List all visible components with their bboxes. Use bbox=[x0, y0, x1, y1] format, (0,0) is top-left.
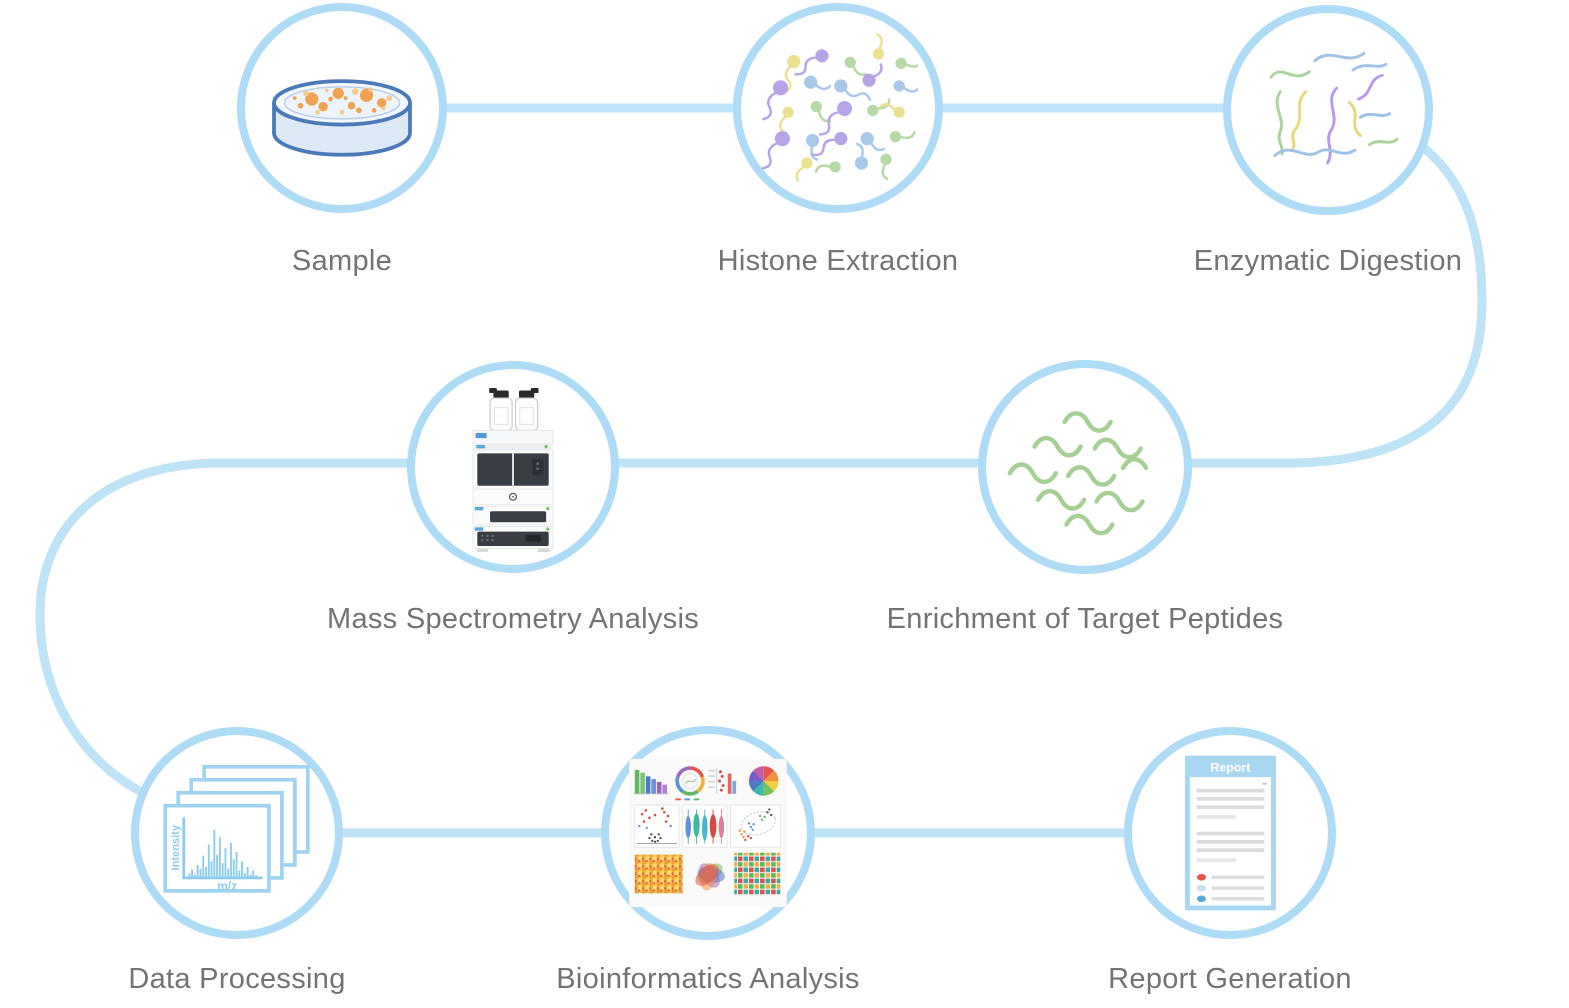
enriched-peptides-icon bbox=[1007, 410, 1149, 535]
peptide-waves bbox=[1007, 410, 1149, 535]
peptide-squiggles bbox=[1269, 52, 1398, 165]
step-enrichment-circle bbox=[978, 360, 1192, 574]
step-enrichment-label: Enrichment of Target Peptides bbox=[886, 603, 1284, 635]
step-bioinformatics-circle bbox=[601, 726, 815, 940]
step-report-generation-label: Report Generation bbox=[1108, 963, 1352, 995]
mass-spectra-stack-icon: Intensity m/z bbox=[163, 764, 310, 893]
mini-heatmap bbox=[634, 854, 683, 894]
step-histone-extraction-label: Histone Extraction bbox=[717, 245, 959, 277]
step-enzymatic-digestion-circle bbox=[1223, 5, 1433, 215]
protein-molecules-icon bbox=[761, 32, 918, 182]
mini-circos-plot bbox=[675, 766, 705, 796]
mini-scatter-plot bbox=[730, 804, 781, 848]
step-data-processing-label: Data Processing bbox=[128, 963, 346, 995]
solvent-bottles bbox=[489, 387, 539, 432]
petri-dish-icon bbox=[272, 78, 412, 157]
spectrum-y-axis-label: Intensity bbox=[170, 824, 182, 870]
step-sample-circle bbox=[237, 3, 447, 213]
report-header: Report bbox=[1210, 760, 1250, 774]
peptide-fragments-icon bbox=[1269, 52, 1398, 165]
step-data-processing-circle: Intensity m/z bbox=[131, 727, 343, 939]
colony-speckles bbox=[292, 87, 387, 113]
mini-dot-plot bbox=[708, 768, 737, 794]
report-bullet-list bbox=[1196, 873, 1265, 903]
connector-massspec-dataprocessing-curve bbox=[35, 458, 518, 838]
mini-grid-heatmap bbox=[734, 852, 781, 896]
step-report-generation-circle: Report bbox=[1124, 727, 1336, 939]
mini-bar-chart bbox=[633, 769, 669, 795]
step-histone-extraction-circle bbox=[733, 3, 943, 213]
step-enzymatic-digestion-label: Enzymatic Digestion bbox=[1193, 245, 1463, 277]
step-mass-spectrometry-label: Mass Spectrometry Analysis bbox=[326, 603, 700, 635]
charts-collage-icon bbox=[629, 758, 787, 908]
spectrum-x-axis-label: m/z bbox=[217, 879, 237, 893]
step-bioinformatics-label: Bioinformatics Analysis bbox=[556, 963, 860, 995]
report-document-icon: Report bbox=[1184, 755, 1276, 911]
instrument-stack bbox=[472, 430, 554, 552]
mini-volcano-plot bbox=[634, 804, 680, 848]
mini-color-wheel bbox=[748, 766, 779, 796]
mini-venn-diagram bbox=[695, 863, 725, 891]
lc-ms-instrument-icon bbox=[472, 387, 554, 552]
spectrum-peaks bbox=[188, 829, 257, 878]
step-sample-label: Sample bbox=[291, 245, 393, 277]
histone-tadpoles bbox=[761, 32, 918, 182]
legend-dashes bbox=[675, 798, 700, 801]
mini-violin-plot bbox=[682, 804, 728, 848]
report-text-lines bbox=[1196, 788, 1265, 862]
step-mass-spectrometry-circle bbox=[407, 361, 619, 573]
colony-speckles-light bbox=[303, 86, 393, 115]
